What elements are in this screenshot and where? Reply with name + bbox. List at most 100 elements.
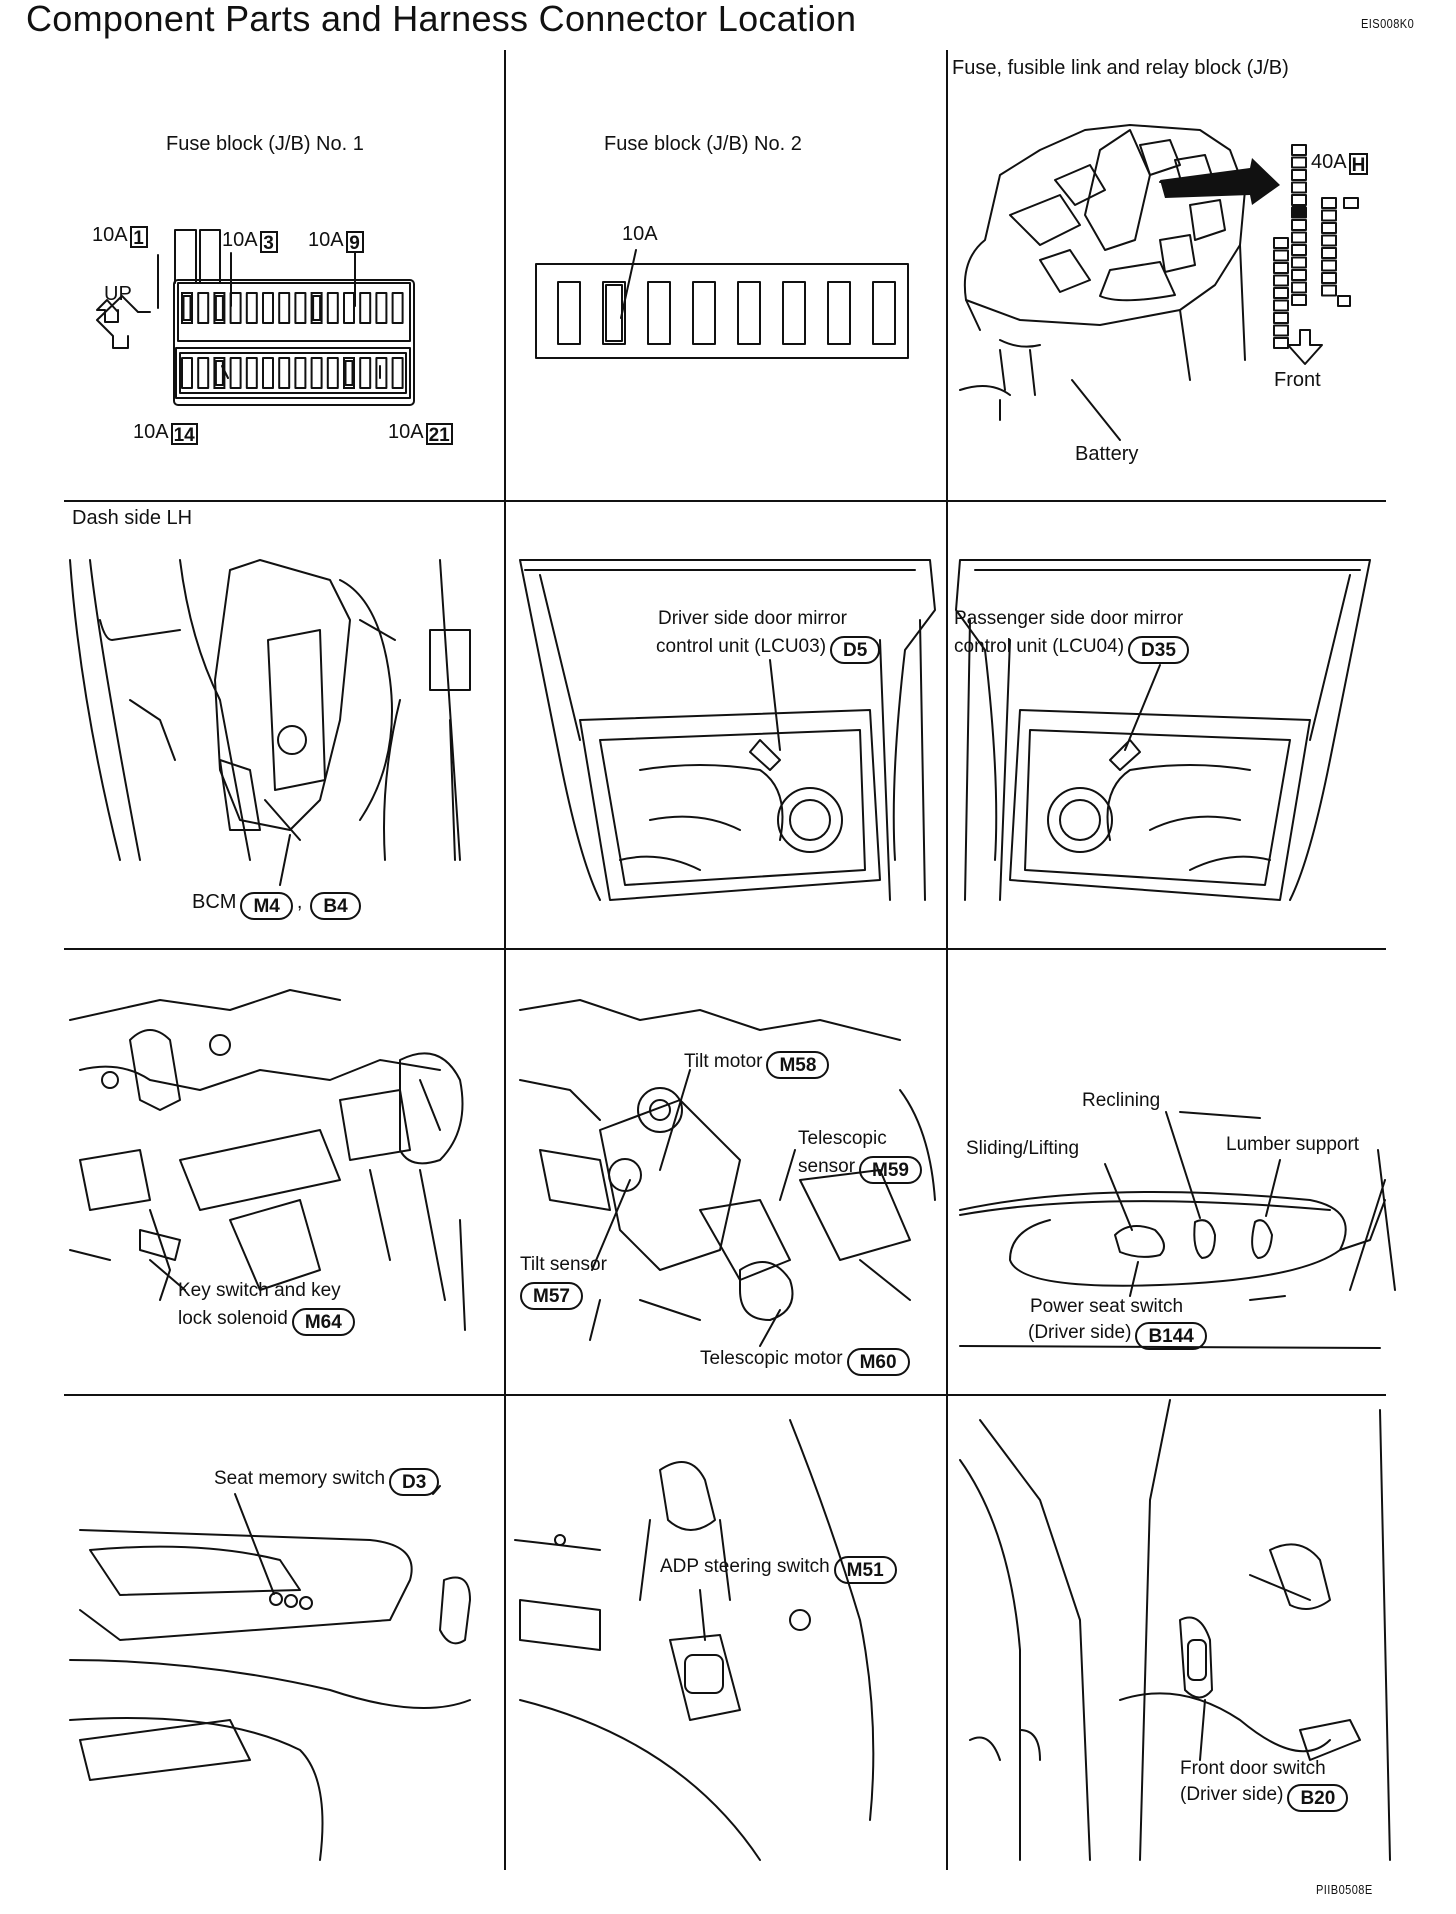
figure-code: PIIB0508E: [1316, 1882, 1373, 1897]
fusible-slot: [1273, 274, 1289, 287]
fuse-slot-active: [182, 295, 192, 321]
fusible-slot: [1321, 222, 1337, 234]
fusible-slot: [1291, 169, 1307, 181]
fuse-slot-active: [344, 360, 354, 386]
fusible-slot: [1321, 272, 1337, 284]
fusible-slot: [1291, 281, 1307, 294]
driver-mirror-drawing: [519, 559, 936, 901]
fusible-slot: [1273, 337, 1289, 349]
fuse-slot: [375, 357, 388, 389]
fusible-slot: [1291, 244, 1307, 256]
connector-m58: M58: [766, 1051, 830, 1079]
fusible-slot: [1291, 256, 1307, 269]
fuse-block-1-drawing: [96, 229, 415, 406]
fuse-slot: [602, 281, 626, 345]
adp-drawing: [514, 1419, 875, 1861]
fusible-slot: [1273, 249, 1289, 262]
fusible-slot: [1321, 234, 1337, 247]
fuse-slot: [343, 292, 355, 324]
grid-line-1: [64, 500, 1386, 502]
fusible-slot: [1337, 295, 1351, 307]
fusible-block-drawing: [959, 124, 1359, 441]
fuse-slot: [359, 292, 372, 324]
front-label: Front: [1274, 369, 1321, 391]
fuse-slot: [294, 357, 307, 389]
fuse-slot: [359, 357, 372, 389]
fuse-block-2-title: Fuse block (J/B) No. 2: [604, 133, 802, 155]
key-switch-drawing: [69, 989, 466, 1331]
connector-d35: D35: [1128, 636, 1189, 664]
dash-side-drawing: [69, 559, 471, 886]
fuse-number-14: 14: [170, 423, 198, 446]
connector-m59: M59: [859, 1156, 922, 1184]
fuse-slot: [375, 292, 388, 324]
fuse-slot: [229, 357, 242, 389]
connector-m64: M64: [291, 1308, 355, 1336]
tele-sensor-label-1: Telescopic: [798, 1128, 887, 1149]
grid-line-3: [64, 1394, 1386, 1396]
fuse-slot: [557, 281, 581, 345]
page-title: Component Parts and Harness Connector Lo…: [26, 0, 857, 39]
fuse-slot: [310, 357, 323, 389]
fuse-slot: [310, 292, 323, 324]
fusible-slot: [1273, 287, 1289, 299]
connector-b20: B20: [1287, 1784, 1349, 1812]
lumber-support-label: Lumber support: [1226, 1134, 1360, 1155]
fuse-slot: [872, 281, 896, 345]
fuse-slot: [229, 292, 242, 324]
power-seat-label-1: Power seat switch: [1030, 1296, 1184, 1317]
seat-memory-drawing: [69, 1485, 471, 1861]
fusible-slot: [1273, 299, 1289, 312]
fusible-slot: [1321, 284, 1337, 297]
fusible-slot: [1321, 209, 1337, 222]
fusible-slot: [1321, 197, 1337, 209]
fusible-slot: [1291, 144, 1307, 156]
fusible-slot: [1291, 181, 1307, 194]
fusible-slot: [1273, 262, 1289, 274]
fusible-slot: [1291, 156, 1307, 169]
fuse-slot: [181, 292, 193, 324]
door-switch-label-2: (Driver side)B20: [1180, 1784, 1349, 1812]
power-seat-label-2: (Driver side)B144: [1028, 1322, 1207, 1350]
fuse-slot: [245, 357, 258, 389]
connector-m60: M60: [846, 1348, 910, 1376]
fuse-slot: [343, 357, 355, 389]
fuse-slot: [245, 292, 258, 324]
fusible-code-h: H: [1348, 153, 1369, 176]
door-switch-drawing: [959, 1399, 1391, 1861]
fusible-slot: [1291, 219, 1307, 231]
fuse-slot: [391, 292, 404, 324]
connector-m57: M57: [520, 1282, 583, 1310]
fusible-slot-40a: [1292, 206, 1306, 218]
passenger-mirror-label-2: control unit (LCU04)D35: [954, 636, 1189, 664]
fuse-slot: [278, 357, 291, 389]
connector-d3: D3: [389, 1468, 440, 1496]
fuse-block-2-amp: 10A: [622, 223, 658, 245]
connector-d5: D5: [830, 636, 881, 664]
fusible-slot: [1291, 294, 1307, 306]
battery-label: Battery: [1075, 443, 1139, 465]
fusible-slot: [1291, 231, 1307, 244]
fusible-slot: [1321, 259, 1337, 272]
fuse-slot: [197, 357, 210, 389]
fuse-slot: [692, 281, 716, 345]
fuse-slot: [737, 281, 761, 345]
tilt-sensor-label: Tilt sensor: [520, 1254, 607, 1275]
tilt-sensor-conn-label: M57: [516, 1282, 583, 1310]
connector-separator: ,: [296, 891, 303, 913]
fuse-slot: [647, 281, 671, 345]
fuse-slot: [181, 357, 193, 389]
fuse-slot-active: [214, 295, 224, 321]
fuse-slot: [294, 292, 307, 324]
fuse-number-21: 21: [425, 423, 453, 446]
fuse-slot: [262, 357, 274, 389]
fusible-slot: [1343, 197, 1359, 209]
